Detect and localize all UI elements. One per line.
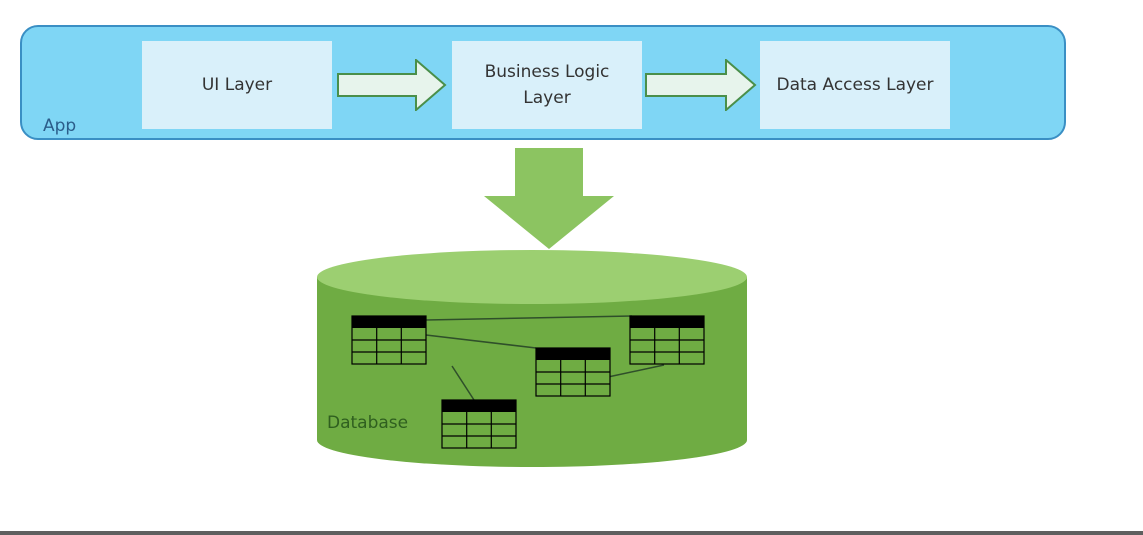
- business-logic-layer-box: Business Logic Layer: [452, 41, 642, 129]
- database-label: Database: [327, 413, 409, 433]
- app-label: App: [43, 116, 77, 136]
- data-access-layer-box: Data Access Layer: [760, 41, 950, 129]
- table-connectors: [425, 315, 665, 401]
- business-logic-layer-label: Business Logic Layer: [484, 62, 610, 108]
- database-icon: [317, 250, 747, 467]
- arrow-right-icon: [645, 59, 757, 111]
- table-icon: [629, 315, 705, 365]
- ui-layer-box: UI Layer: [142, 41, 332, 129]
- app-container: UI Layer Business Logic Layer Data Acces…: [20, 25, 1066, 140]
- bottom-divider: [0, 531, 1143, 535]
- table-icon: [441, 399, 517, 449]
- table-icon: [351, 315, 427, 365]
- arrow-down-icon: [484, 148, 614, 249]
- ui-layer-label: UI Layer: [201, 75, 273, 95]
- arrow-right-icon: [337, 59, 447, 111]
- data-access-layer-label: Data Access Layer: [776, 75, 934, 95]
- table-icon: [535, 347, 611, 397]
